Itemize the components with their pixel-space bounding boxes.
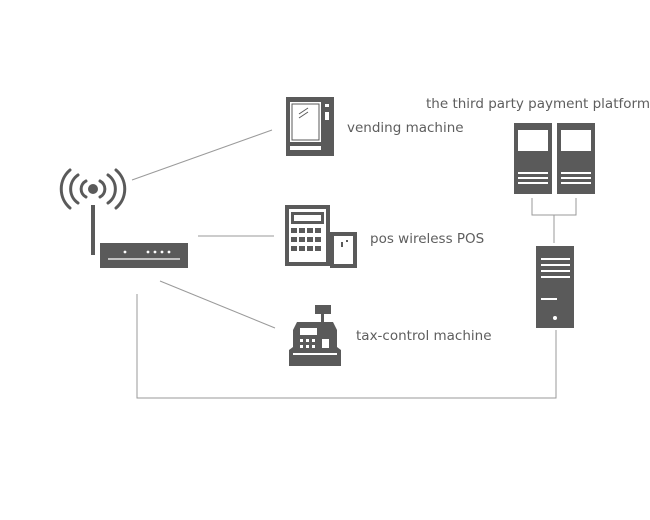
gateway-server-icon: [536, 246, 574, 328]
line-router-tax: [159, 280, 276, 329]
tax-control-label: tax-control machine: [356, 328, 492, 344]
wireless-router-icon: [59, 168, 188, 268]
server-tower-icon: [557, 123, 595, 194]
server-tower-icon: [514, 123, 552, 194]
cash-register-icon: [289, 305, 341, 366]
line-router-gateway: [136, 294, 557, 399]
line-platform-bracket: [531, 198, 577, 216]
vending-machine-label: vending machine: [347, 120, 464, 136]
vending-machine-icon: [286, 97, 334, 156]
pos-label: pos wireless POS: [370, 231, 485, 247]
line-router-vending: [131, 129, 273, 181]
connection-lines: [131, 129, 577, 399]
pos-terminal-icon: [285, 205, 357, 268]
payment-platform-label: the third party payment platform: [426, 96, 650, 112]
